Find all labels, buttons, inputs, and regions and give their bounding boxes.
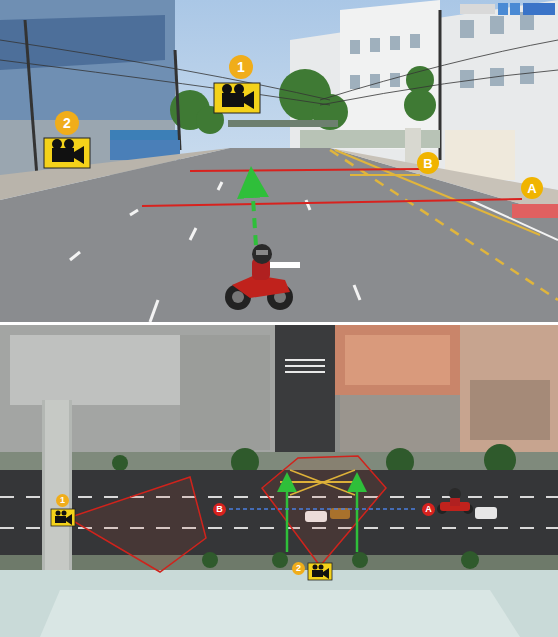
point-marker: B — [417, 152, 439, 174]
callout-number: 2 — [55, 111, 79, 135]
point-marker: A — [521, 177, 543, 199]
point-marker: B — [213, 503, 226, 516]
callout-number: 2 — [292, 562, 305, 575]
callout-number: 1 — [229, 55, 253, 79]
point-marker: A — [422, 503, 435, 516]
callout-number: 1 — [56, 494, 69, 507]
